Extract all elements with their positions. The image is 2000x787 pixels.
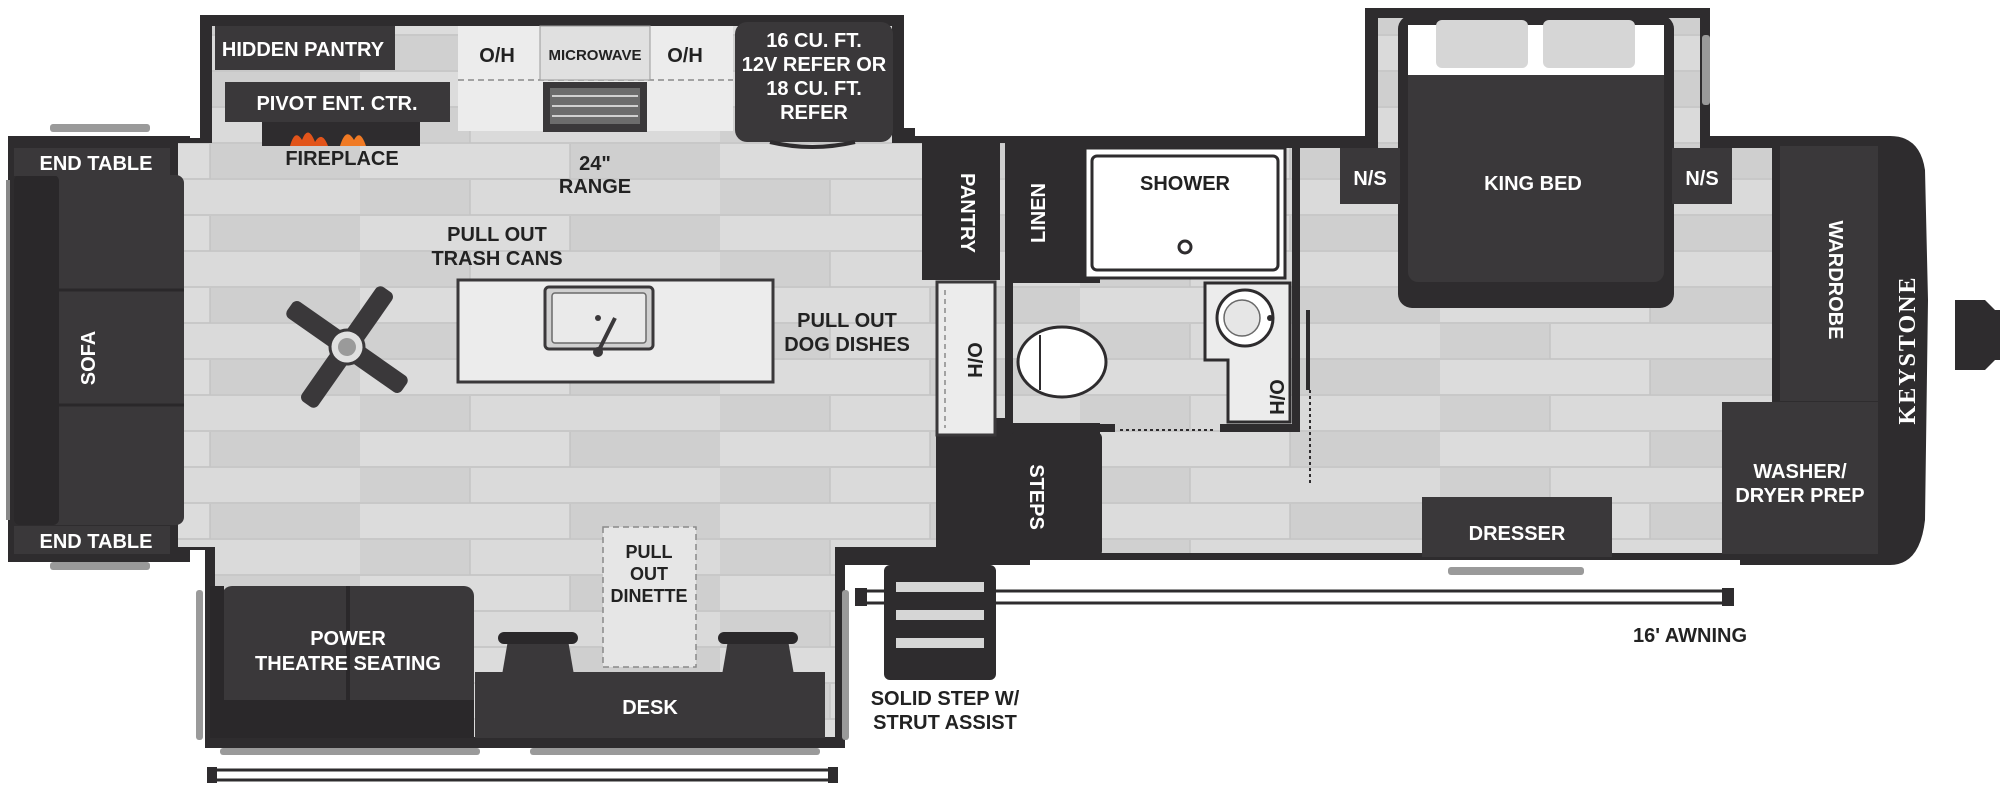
- stool-left: [498, 632, 578, 675]
- dinette-label-1: PULL: [626, 542, 673, 562]
- hidden-pantry: [215, 26, 395, 70]
- linen-cabinet: [1010, 142, 1080, 280]
- fireplace-label: FIREPLACE: [285, 148, 398, 170]
- sofa-slide-trim-bottom: [50, 562, 150, 570]
- ceiling-fan-icon: [286, 286, 408, 408]
- end-table-bottom-label: END TABLE: [40, 531, 153, 553]
- range-size-label: 24": [579, 153, 611, 175]
- refer-label-3: 18 CU. FT.: [766, 78, 862, 100]
- dog-label-2: DOG DISHES: [784, 334, 910, 356]
- pantry-overhead: [935, 280, 997, 437]
- king-bed: [1398, 15, 1674, 308]
- dinette-label-3: DINETTE: [610, 586, 687, 606]
- steps-label: STEPS: [1025, 464, 1047, 530]
- dresser-trim: [1448, 567, 1584, 575]
- dinette-slide-trim-left: [196, 590, 203, 740]
- stool-right: [718, 632, 798, 675]
- nightstand-left: [1340, 148, 1400, 204]
- power-theatre-seating: [210, 586, 474, 738]
- refrigerator: [735, 22, 893, 149]
- range-label: RANGE: [559, 176, 631, 198]
- refer-label-2: 12V REFER OR: [742, 54, 887, 76]
- pivot-entertainment-center: [225, 82, 450, 122]
- interior-walls: [922, 142, 1310, 557]
- washer-dryer-prep: [1722, 402, 1878, 554]
- bath-wall-right: [1292, 142, 1300, 432]
- end-table-top: [14, 148, 170, 176]
- end-table-top-label: END TABLE: [40, 153, 153, 175]
- oh-left-label: O/H: [479, 45, 515, 67]
- pillow-right: [1543, 20, 1635, 68]
- step-label-2: STRUT ASSIST: [873, 712, 1017, 734]
- bath-wall-bottom-right: [1220, 424, 1300, 432]
- nightstand-right: [1672, 148, 1732, 204]
- dinette-slide-trim-right: [842, 590, 849, 740]
- washer-label-1: WASHER/: [1753, 461, 1847, 483]
- microwave: [539, 25, 651, 81]
- shower-drain-icon: [1177, 239, 1193, 255]
- hitch-pin: [1955, 300, 2000, 370]
- desk: [475, 672, 825, 738]
- theatre-label-1: POWER: [310, 628, 386, 650]
- dog-label-1: PULL OUT: [797, 310, 897, 332]
- trash-label-2: TRASH CANS: [431, 248, 562, 270]
- sofa: [6, 175, 184, 525]
- pantry-label: PANTRY: [956, 173, 978, 254]
- washer-label-2: DRYER PREP: [1735, 485, 1864, 507]
- awning-rail: [855, 588, 1734, 606]
- entry-step: [884, 565, 996, 680]
- king-bed-label: KING BED: [1484, 173, 1582, 195]
- theatre-label-2: THEATRE SEATING: [255, 653, 441, 675]
- dresser-label: DRESSER: [1469, 523, 1566, 545]
- keystone-logo: KEYSTONE: [1895, 276, 1921, 425]
- bath-wall-left: [1005, 142, 1013, 424]
- sink-icon: [543, 285, 655, 357]
- shower-label: SHOWER: [1140, 173, 1231, 195]
- bath-wall-bottom: [1005, 424, 1115, 432]
- ns-right-label: N/S: [1685, 168, 1718, 190]
- refer-label-4: REFER: [780, 102, 848, 124]
- sofa-label: SOFA: [78, 331, 100, 385]
- bedroom-slide-trim-right: [1702, 35, 1710, 105]
- oh-pantry-label: O/H: [963, 342, 985, 378]
- dinette-awning-rail: [207, 748, 838, 783]
- pivot-ent-ctr-label: PIVOT ENT. CTR.: [256, 93, 417, 115]
- microwave-label: MICROWAVE: [548, 47, 641, 64]
- bathroom-vanity: [1203, 281, 1292, 424]
- pillow-left: [1436, 20, 1528, 68]
- linen-label: LINEN: [1028, 183, 1050, 243]
- pull-out-dinette: [602, 526, 697, 668]
- desk-label: DESK: [622, 697, 678, 719]
- sofa-slide-trim-top: [50, 124, 150, 132]
- bedroom-door-line: [1306, 310, 1310, 390]
- wardrobe-label: WARDROBE: [1824, 221, 1846, 340]
- toilet-icon: [1016, 325, 1108, 399]
- awning-label: 16' AWNING: [1633, 625, 1747, 647]
- hidden-pantry-label: HIDDEN PANTRY: [222, 39, 385, 61]
- range-icon: [543, 82, 647, 132]
- dresser: [1422, 497, 1612, 557]
- step-label-1: SOLID STEP W/: [871, 688, 1020, 710]
- oh-bath-label: O/H: [1265, 379, 1287, 415]
- wardrobe: [1780, 146, 1878, 401]
- dinette-label-2: OUT: [630, 564, 668, 584]
- ns-left-label: N/S: [1353, 168, 1386, 190]
- shower: [1083, 146, 1287, 280]
- end-table-bottom: [14, 526, 170, 554]
- fireplace-icon: [262, 122, 420, 146]
- oh-right-label: O/H: [667, 45, 703, 67]
- refer-label-1: 16 CU. FT.: [766, 30, 862, 52]
- pantry-cabinet: [922, 142, 1000, 280]
- trash-label-1: PULL OUT: [447, 224, 547, 246]
- steps-block: [1010, 432, 1102, 557]
